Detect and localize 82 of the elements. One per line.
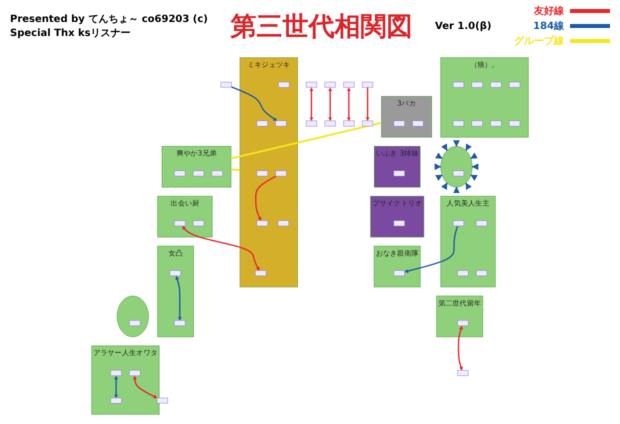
node-box <box>156 398 168 404</box>
node-box <box>457 370 468 376</box>
node-box <box>275 120 286 126</box>
node-box <box>110 370 122 376</box>
node-box <box>278 82 290 88</box>
node-box <box>509 82 520 88</box>
connector-arrow <box>366 87 370 121</box>
node-box <box>343 82 354 88</box>
connector-arrow <box>231 86 278 121</box>
node-box <box>174 170 186 176</box>
node-box <box>256 170 268 176</box>
connector-line <box>230 168 240 171</box>
node-box <box>174 320 186 326</box>
node-box <box>129 370 140 376</box>
node-box <box>394 120 405 126</box>
node-box <box>362 120 374 126</box>
arrow <box>434 163 442 170</box>
arrow <box>435 174 443 181</box>
node-box <box>457 270 468 276</box>
node-box <box>129 320 140 326</box>
node-box <box>457 320 468 326</box>
node-box <box>412 120 424 126</box>
node-box <box>362 82 374 88</box>
node-box <box>476 220 488 226</box>
arrow <box>470 152 478 159</box>
credit-text: Presented by てんちょ～ co69203 (c) <box>10 13 208 26</box>
node-box <box>452 170 464 176</box>
node-box <box>394 170 405 176</box>
connector-arrow <box>182 226 260 271</box>
connector-arrow <box>175 276 182 321</box>
node-box <box>174 220 186 226</box>
connector-arrow <box>458 326 463 370</box>
connector-arrow <box>132 376 158 398</box>
arrow <box>465 143 472 151</box>
arrow <box>441 182 448 190</box>
arrow <box>441 143 448 151</box>
node-box <box>472 120 483 126</box>
node-box <box>110 398 122 404</box>
node-box <box>490 82 502 88</box>
connector-arrow <box>328 87 332 121</box>
node-box <box>343 120 354 126</box>
connector-arrow <box>310 87 314 121</box>
node-box <box>192 170 204 176</box>
arrow <box>453 186 460 194</box>
node-box <box>452 82 464 88</box>
node-box <box>256 220 268 226</box>
node-box <box>490 120 502 126</box>
connector-arrow <box>255 176 276 221</box>
node-box <box>324 82 336 88</box>
version-label: Ver 1.0(β) <box>435 20 492 32</box>
node-box <box>394 270 405 276</box>
node-box <box>306 120 318 126</box>
connector-arrow <box>404 226 458 273</box>
node-box <box>212 170 223 176</box>
node-box <box>472 82 483 88</box>
arrow <box>465 182 472 190</box>
credit-text: Special Thx ksリスナー <box>10 27 132 40</box>
node-box <box>170 270 181 276</box>
node-box <box>255 270 266 276</box>
legend-label: 184線 <box>533 20 564 33</box>
node-box <box>324 120 336 126</box>
node-box <box>394 220 405 226</box>
node-box <box>192 220 204 226</box>
diagram-title: 第三世代相関図 <box>230 10 412 44</box>
arrow <box>435 152 443 159</box>
arrow <box>470 174 478 181</box>
connector-arrow <box>346 87 351 121</box>
arrow <box>472 163 478 170</box>
node-box <box>509 120 520 126</box>
node-box <box>256 120 268 126</box>
node-box <box>452 120 464 126</box>
legend-label: 友好線 <box>534 4 564 18</box>
arrow <box>453 140 460 147</box>
connector-line <box>230 122 382 160</box>
connector-arrow <box>114 376 118 398</box>
node-box <box>220 82 232 88</box>
node-box <box>278 220 289 226</box>
node-box <box>476 270 488 276</box>
legend-label: グループ線 <box>514 34 564 48</box>
node-box <box>452 220 464 226</box>
node-box <box>275 170 286 176</box>
node-box <box>306 82 318 88</box>
